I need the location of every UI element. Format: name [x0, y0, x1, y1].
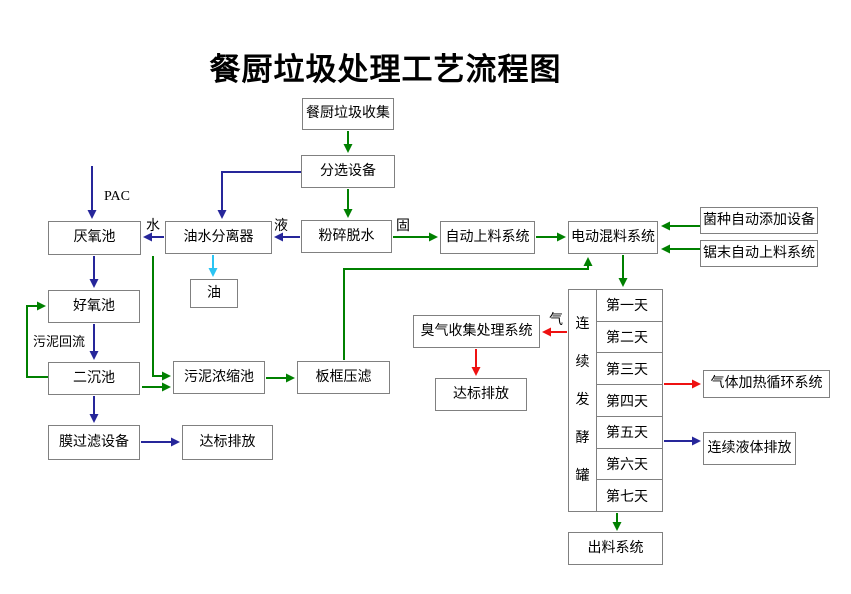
node-secondary-sedimentation-tank: 二沉池 — [48, 362, 140, 395]
node-anaerobic-tank: 厌氧池 — [48, 221, 141, 255]
node-sorting: 分选设备 — [301, 155, 395, 188]
node-collect: 餐厨垃圾收集 — [302, 98, 394, 130]
node-sawdust-feed-system: 锯末自动上料系统 — [700, 240, 818, 267]
arrow-sludge-return-loop — [26, 301, 48, 378]
arrow-filterpress-to-mixing — [343, 257, 593, 360]
arrow-sorting-to-separator — [217, 171, 301, 219]
label-gas: 气 — [549, 313, 563, 328]
tank-row-day2: 第二天 — [597, 322, 662, 354]
diagram-title: 餐厨垃圾处理工艺流程图 — [209, 52, 562, 87]
node-crush-dewater: 粉碎脱水 — [301, 220, 392, 253]
tank-row-day4: 第四天 — [597, 385, 662, 417]
node-output-system: 出料系统 — [568, 532, 663, 565]
tank-row-day7: 第七天 — [606, 489, 648, 505]
label-liquid: 液 — [274, 219, 288, 234]
node-continuous-liquid-discharge: 连续液体排放 — [703, 432, 796, 465]
node-odor-treatment-system: 臭气收集处理系统 — [413, 315, 540, 348]
node-plate-frame-filter-press: 板框压滤 — [297, 361, 390, 394]
node-aerobic-tank: 好氧池 — [48, 290, 140, 323]
node-oil: 油 — [190, 279, 238, 308]
node-discharge-mid: 达标排放 — [435, 378, 527, 411]
node-discharge-left: 达标排放 — [182, 425, 273, 460]
label-pac: PAC — [104, 189, 130, 204]
fermentation-tank-label: 连续发酵罐 — [569, 290, 597, 511]
tank-row-day1: 第一天 — [597, 290, 662, 322]
label-sludge-return: 污泥回流 — [33, 334, 86, 349]
node-oil-water-separator: 油水分离器 — [165, 221, 272, 254]
node-sludge-thickening-tank: 污泥浓缩池 — [173, 361, 265, 394]
label-water: 水 — [146, 219, 160, 234]
node-membrane-filter-equipment: 膜过滤设备 — [48, 425, 140, 460]
tank-row-day5: 第五天 — [597, 417, 662, 449]
node-auto-feed-system: 自动上料系统 — [440, 221, 535, 254]
node-electric-mixing-system: 电动混料系统 — [568, 221, 658, 254]
tank-row-day6: 第六天 — [597, 449, 662, 481]
label-solid: 固 — [396, 219, 410, 234]
node-continuous-fermentation-tank: 连续发酵罐 第一天 第二天 第三天 第四天 第五天 第六天 第七天 — [568, 289, 663, 512]
tank-row-day3: 第三天 — [597, 353, 662, 386]
fermentation-day-rows: 第一天 第二天 第三天 第四天 第五天 第六天 第七天 — [597, 290, 662, 511]
node-bacteria-adding-equipment: 菌种自动添加设备 — [700, 207, 818, 234]
arrow-anaerobic-to-thickening — [152, 256, 171, 381]
node-gas-heating-circulation-system: 气体加热循环系统 — [703, 370, 830, 398]
